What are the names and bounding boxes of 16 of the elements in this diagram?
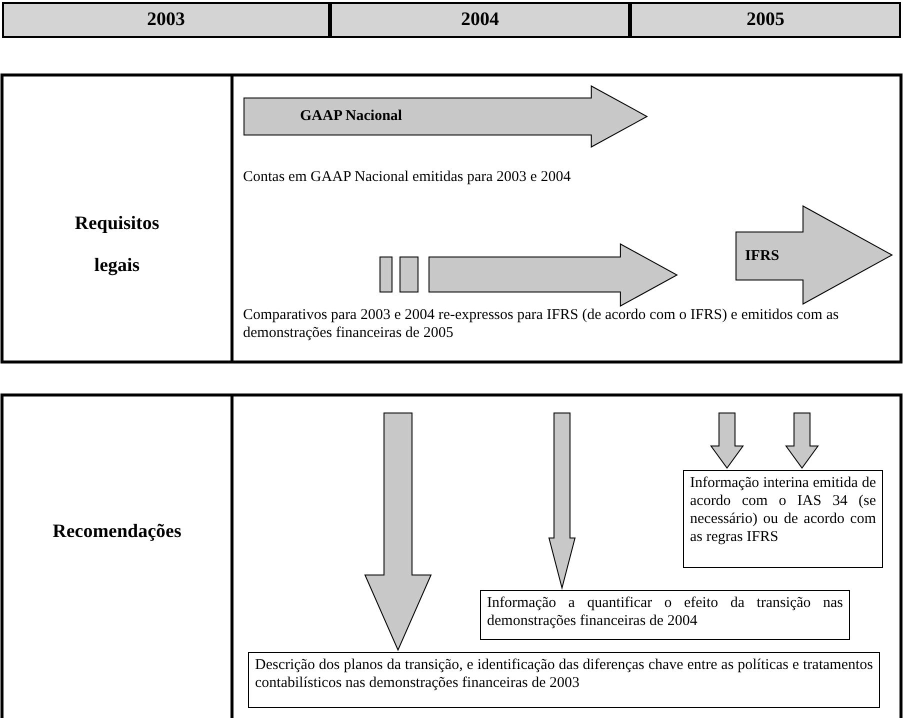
note-text: Contas em GAAP Nacional emitidas para 2003 e 2004 [243,168,572,186]
note-text: Comparativos para 2003 e 2004 re-expressos para IFRS (de acordo com o IFRS) e emitidos com as demonstrações financeiras de 2005 [243,306,840,342]
down-arrow [548,412,576,590]
row-header: Requisitos legais [74,212,160,278]
year-header: 2003 [2,2,330,38]
year-header: 2005 [630,2,901,38]
down-arrow [785,412,819,469]
arrow-label: IFRS [745,246,780,266]
arrow-label: GAAP Nacional [300,107,402,126]
row-header: Recomendações [52,520,182,544]
down-arrow [710,412,744,469]
year-header: 2004 [330,2,630,38]
text-box: Informação a quantificar o efeito da transição nas demonstrações financeiras de 2004 [480,590,850,640]
text-box: Descrição dos planos da transição, e identificação das diferenças chave entre as políticas e tratamentos contabilísticos nas demonstrações financeiras de 2003 [248,652,880,708]
text-box: Informação interina emitida de acordo com o IAS 34 (se necessário) ou de acordo com as regras IFRS [683,470,883,568]
down-arrow [364,412,432,652]
